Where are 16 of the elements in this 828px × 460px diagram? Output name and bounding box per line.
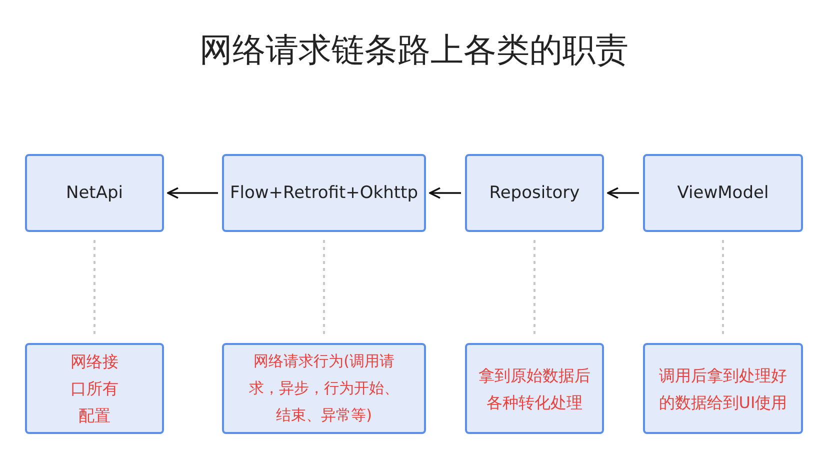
arrow <box>167 187 218 199</box>
class-box: Flow+Retrofit+Okhttp <box>222 154 426 232</box>
note-box: 网络接口所有配置 <box>25 343 164 434</box>
title: 网络请求链条路上各类的职责 <box>198 29 630 71</box>
class-box: ViewModel <box>643 154 803 232</box>
class-box: NetApi <box>25 154 164 232</box>
note-box: 网络请求行为(调用请求，异步，行为开始、结束、异常等) <box>222 343 426 434</box>
dotted-connector <box>722 240 724 337</box>
dotted-connector <box>534 240 536 337</box>
note-box: 调用后拿到处理好的数据给到UI使用 <box>643 343 803 434</box>
note-box: 拿到原始数据后各种转化处理 <box>465 343 604 434</box>
dotted-connector <box>323 240 325 337</box>
dotted-connector <box>94 240 96 337</box>
class-box: Repository <box>465 154 604 232</box>
arrow <box>429 187 461 199</box>
arrow <box>607 187 639 199</box>
